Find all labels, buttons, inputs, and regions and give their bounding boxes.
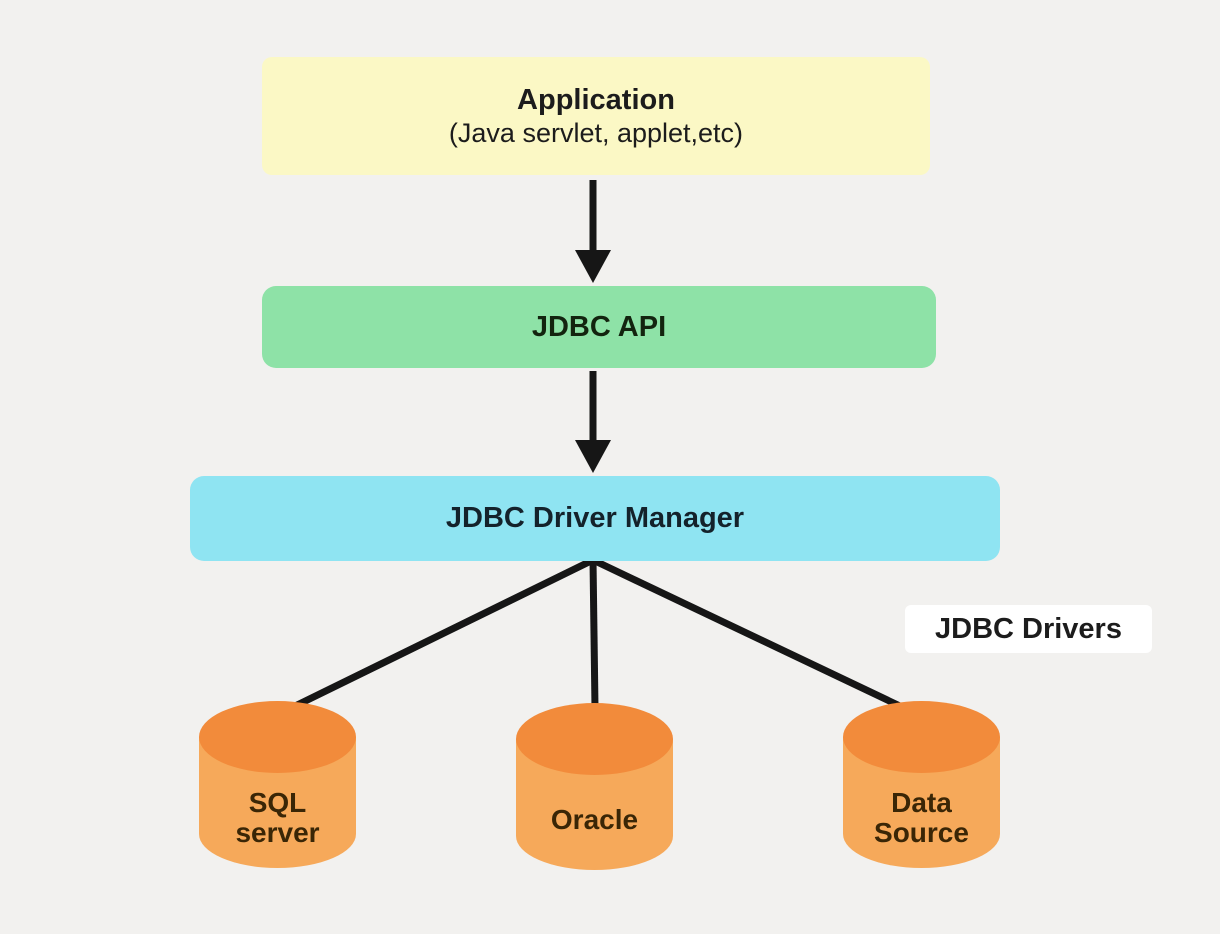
jdbc-drivers-badge: JDBC Drivers [905, 605, 1152, 653]
database-label-data-source: Data Source [843, 773, 1000, 862]
database-label-sql-server: SQL server [199, 773, 356, 862]
fanout-lines [285, 556, 904, 714]
database-label-line2: Source [874, 816, 969, 848]
jdbc-drivers-badge-label: JDBC Drivers [935, 612, 1122, 645]
cylinder-top-icon [516, 703, 673, 775]
arrow-api-to-driver-manager-icon [575, 371, 611, 473]
jdbc-api-box: JDBC API [262, 286, 936, 368]
database-label-line1: SQL [248, 786, 307, 818]
database-cylinder-oracle: Oracle [516, 703, 673, 870]
database-label-line1: Oracle [550, 803, 639, 835]
application-title: Application [517, 83, 675, 116]
database-label-line2: server [235, 816, 320, 848]
database-label-oracle: Oracle [516, 775, 673, 864]
database-cylinder-sql-server: SQL server [199, 701, 356, 868]
jdbc-api-label: JDBC API [531, 310, 667, 343]
database-label-line1: Data [891, 786, 952, 818]
driver-manager-box: JDBC Driver Manager [190, 476, 1000, 561]
application-box: Application (Java servlet, applet,etc) [262, 57, 930, 175]
database-cylinder-data-source: Data Source [843, 701, 1000, 868]
cylinder-top-icon [843, 701, 1000, 773]
driver-manager-label: JDBC Driver Manager [445, 502, 745, 534]
cylinder-top-icon [199, 701, 356, 773]
application-subtitle: (Java servlet, applet,etc) [448, 117, 744, 148]
arrow-application-to-api-icon [575, 180, 611, 283]
